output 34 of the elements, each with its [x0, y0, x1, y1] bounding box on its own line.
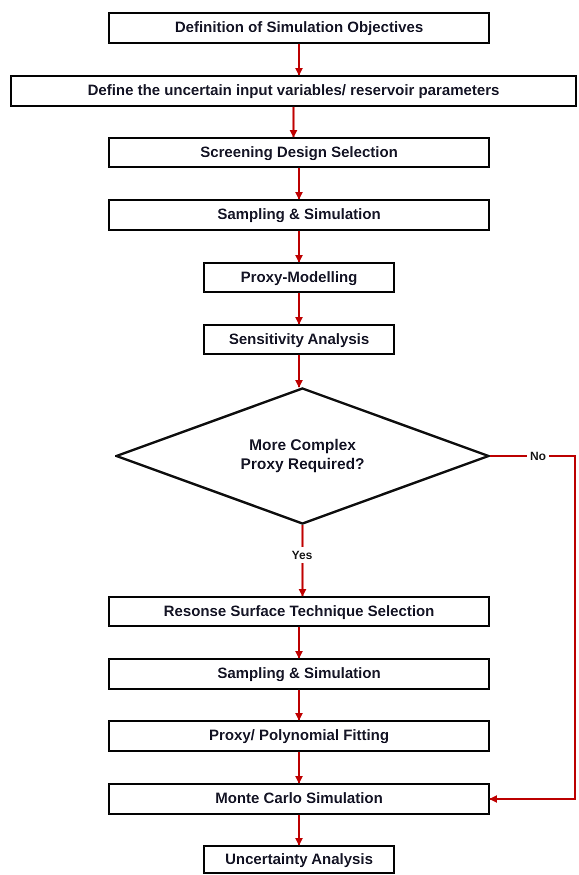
arrow	[295, 44, 303, 76]
arrow	[295, 815, 303, 846]
process-box	[203, 262, 395, 293]
process-box	[203, 845, 395, 874]
arrow	[290, 107, 298, 138]
process-box	[108, 783, 490, 815]
arrow	[295, 168, 303, 200]
step-text: Uncertainty Analysis	[225, 850, 373, 868]
step-text: Sensitivity Analysis	[228, 330, 370, 348]
process-box	[108, 658, 490, 690]
step-text: Monte Carlo Simulation	[215, 790, 383, 808]
process-box	[108, 596, 490, 627]
step-text: Define the uncertain input variables/ reservoir parameters	[88, 82, 500, 100]
arrow	[295, 752, 303, 784]
step-text: Resonse Surface Technique Selection	[164, 602, 434, 620]
arrow	[295, 293, 303, 325]
arrow	[295, 690, 303, 721]
step-text: Proxy/ Polynomial Fitting	[208, 727, 390, 745]
process-box	[108, 12, 490, 44]
step-text: Sampling & Simulation	[217, 206, 381, 224]
arrow	[295, 355, 303, 388]
process-box	[10, 75, 577, 107]
process-box	[203, 324, 395, 355]
step-text: Screening Design Selection	[200, 144, 398, 162]
arrow	[489, 455, 576, 803]
step-text: Definition of Simulation Objectives	[174, 19, 424, 37]
step-text: More Complex Proxy Required?	[239, 437, 366, 475]
step-text: Sampling & Simulation	[217, 665, 381, 683]
step-text: Proxy-Modelling	[240, 268, 358, 286]
process-box	[108, 199, 490, 231]
arrow	[295, 627, 303, 659]
arrow	[295, 231, 303, 263]
process-box	[108, 137, 490, 168]
process-box	[108, 720, 490, 752]
